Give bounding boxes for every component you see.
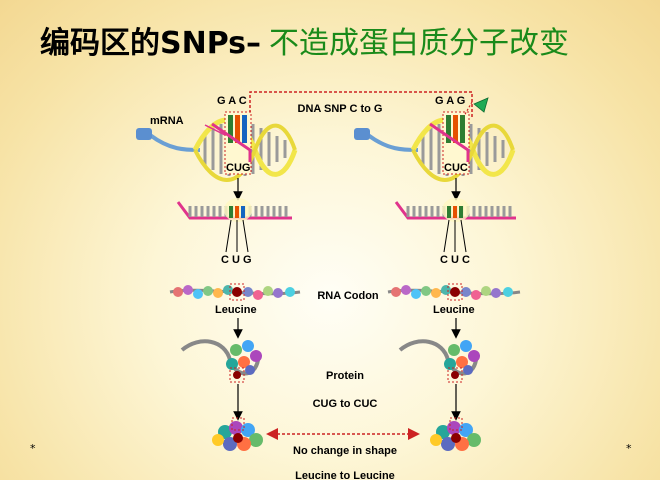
mrna-pointer	[204, 124, 226, 136]
right-rna-codon-label: CUC	[444, 162, 468, 174]
right-amino-chain	[387, 283, 521, 301]
left-rna-codon-label: CUG	[226, 162, 250, 174]
rna-codon-label: RNA Codon	[317, 290, 379, 302]
right-mrna-comb	[394, 198, 516, 253]
right-codon-bases: C U C	[440, 254, 470, 266]
snp-connector	[249, 91, 473, 118]
left-dna-helix	[136, 111, 298, 182]
bottom-label: Leucine to Leucine	[295, 470, 395, 480]
left-mrna-comb	[176, 198, 292, 253]
right-amino-label: Leucine	[433, 304, 475, 316]
right-folded-protein	[430, 417, 481, 451]
left-amino-chain	[169, 283, 301, 301]
protein-label: Protein	[326, 370, 364, 382]
title-main: 编码区的SNPs–	[40, 26, 262, 61]
no-change-label: No change in shape	[293, 445, 397, 457]
right-marker: *	[626, 442, 632, 455]
dna-snp-label: DNA SNP C to G	[298, 103, 383, 115]
right-dna-helix	[354, 97, 516, 182]
mrna-label: mRNA	[150, 115, 184, 127]
left-folded-protein	[212, 417, 263, 451]
right-dna-codon-label: G A G	[435, 95, 465, 107]
right-folding-protein	[398, 339, 480, 383]
left-codon-bases: C U G	[221, 254, 252, 266]
left-folding-protein	[180, 339, 262, 383]
left-amino-label: Leucine	[215, 304, 257, 316]
page-title: 编码区的SNPs–不造成蛋白质分子改变	[40, 18, 569, 64]
left-dna-codon-label: G A C	[217, 95, 247, 107]
change-label: CUG to CUC	[313, 398, 378, 410]
left-marker: *	[30, 442, 36, 455]
title-sub: 不造成蛋白质分子改变	[269, 26, 570, 61]
